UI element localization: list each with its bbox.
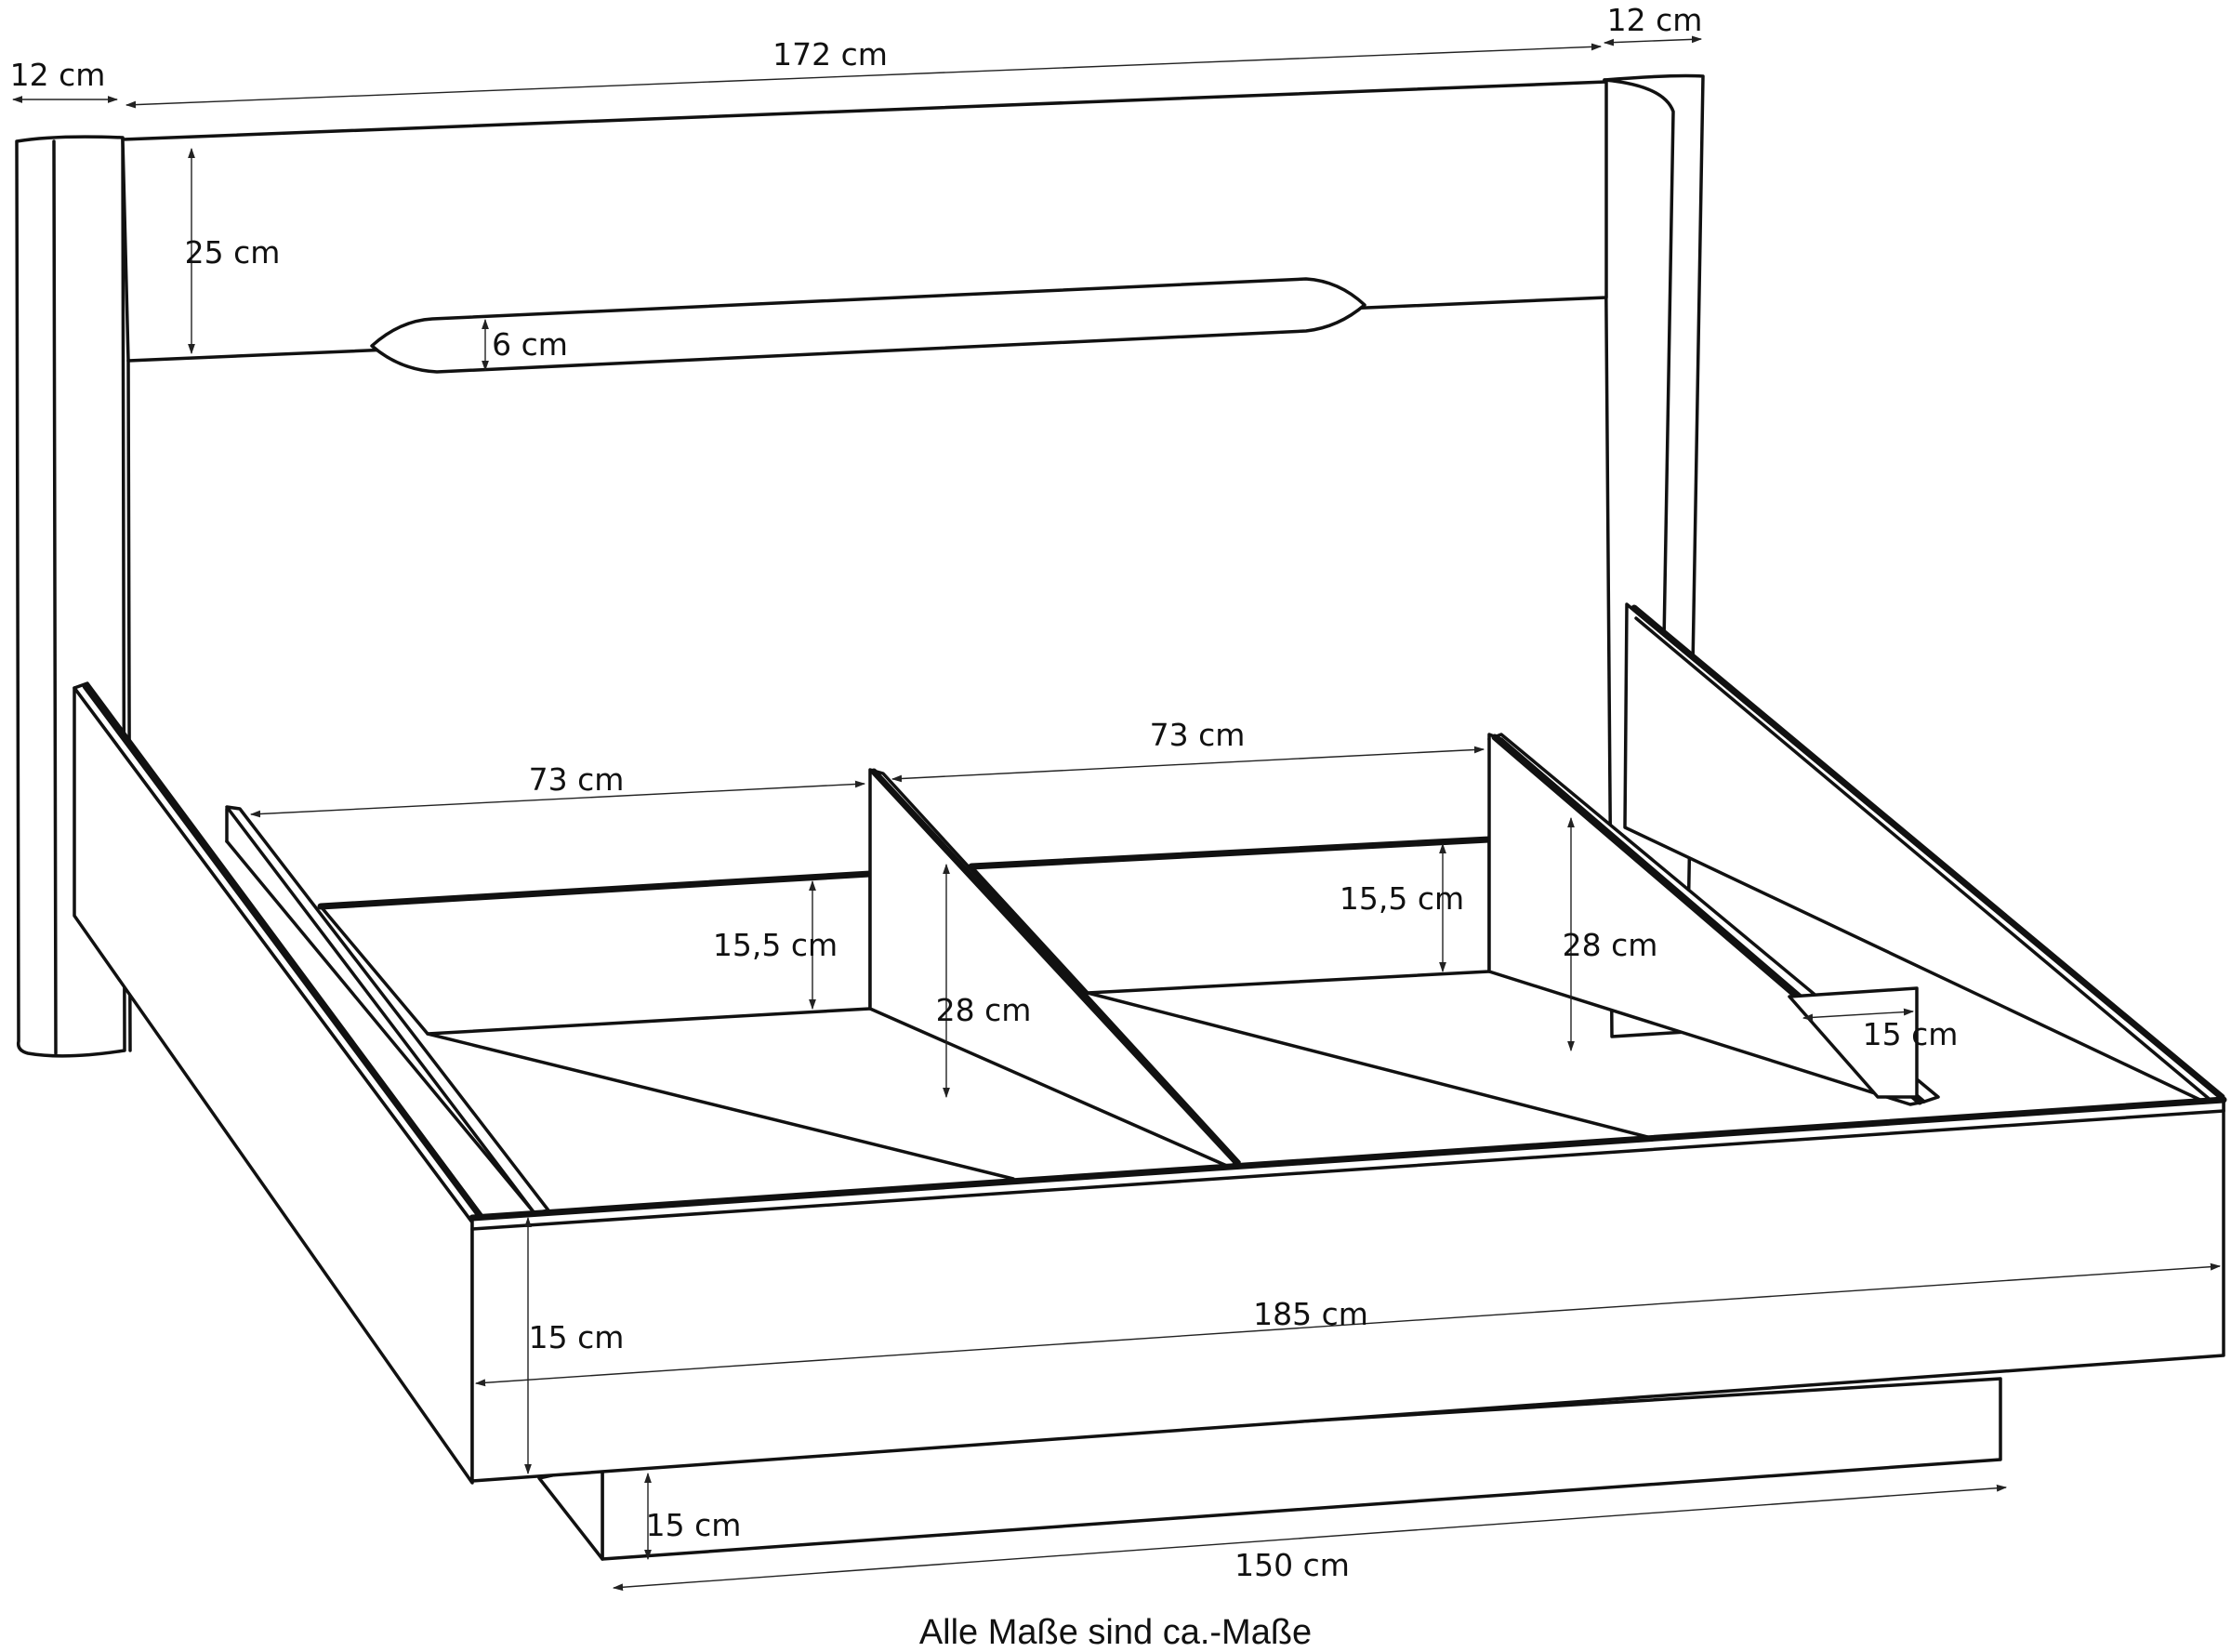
dim-label-compartment-left: 73 cm xyxy=(529,761,625,798)
dim-headboard-post-left: 12 cm xyxy=(10,57,119,103)
dim-label-divider-right: 28 cm xyxy=(1563,927,1658,963)
dim-headboard-inner-width: 172 cm xyxy=(125,36,1603,109)
dim-compartment-left: 73 cm xyxy=(249,761,866,818)
footnote: Alle Maße sind ca.-Maße xyxy=(919,1613,1312,1652)
dim-label-compartment-right: 73 cm xyxy=(1150,717,1246,753)
dim-label-upper-height: 25 cm xyxy=(185,234,281,271)
right-side-rail xyxy=(1623,602,2225,1113)
dim-label-post-right: 12 cm xyxy=(1607,2,1703,38)
base-left-panel xyxy=(537,1462,604,1561)
left-rail-face xyxy=(73,686,474,1485)
dim-label-inner-rail-right: 15,5 cm xyxy=(1340,880,1464,917)
dim-label-base-length: 150 cm xyxy=(1234,1547,1350,1583)
left-side-rail xyxy=(73,681,485,1485)
dim-label-frame-length: 185 cm xyxy=(1253,1296,1368,1332)
dim-headboard-slot-height: 6 cm xyxy=(482,318,568,372)
dim-headboard-upper-height: 25 cm xyxy=(185,147,281,355)
dim-label-post-left: 12 cm xyxy=(10,57,106,93)
dim-inner-rail-left: 15,5 cm xyxy=(713,879,838,1011)
dim-label-inner-width: 172 cm xyxy=(772,36,888,73)
dim-foot-support: 15 cm xyxy=(1802,1008,1959,1052)
dim-label-foot-support: 15 cm xyxy=(1863,1016,1959,1052)
dim-base-length: 150 cm xyxy=(612,1484,2008,1592)
dim-divider-right: 28 cm xyxy=(1563,816,1658,1052)
dim-label-frame-height: 15 cm xyxy=(529,1319,625,1355)
dim-inner-rail-right: 15,5 cm xyxy=(1340,842,1464,973)
dim-label-slot-height: 6 cm xyxy=(492,326,568,363)
dim-compartment-right: 73 cm xyxy=(891,717,1485,783)
dim-headboard-post-right: 12 cm xyxy=(1603,2,1703,46)
dim-label-base-height: 15 cm xyxy=(646,1507,742,1543)
headboard-slot xyxy=(370,277,1366,374)
dim-label-inner-rail-left: 15,5 cm xyxy=(713,927,838,963)
dim-label-divider-left: 28 cm xyxy=(936,992,1032,1028)
dim-divider-left: 28 cm xyxy=(936,863,1032,1099)
dim-frame-length: 185 cm xyxy=(474,1262,2222,1387)
